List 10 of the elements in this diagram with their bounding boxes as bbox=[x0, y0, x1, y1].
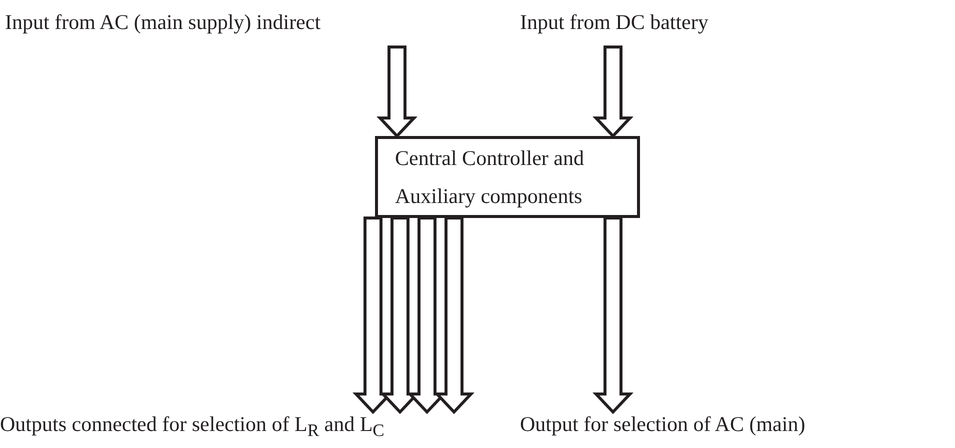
input-label: Input from DC battery bbox=[520, 10, 710, 34]
box-text: Central Controller and Auxiliary components bbox=[395, 145, 585, 210]
output-label: Output for selection of AC (main) bbox=[520, 412, 806, 436]
block-arrow bbox=[376, 46, 418, 138]
input-label: Input from AC (main supply) indirect bbox=[5, 10, 322, 34]
block-arrow bbox=[434, 216, 474, 414]
block-arrow bbox=[592, 216, 634, 414]
block-arrow bbox=[592, 46, 634, 138]
output-label: Outputs connected for selection of L$_{R}$ and L$_{C}$ bbox=[0, 412, 386, 442]
process-box bbox=[375, 136, 640, 218]
